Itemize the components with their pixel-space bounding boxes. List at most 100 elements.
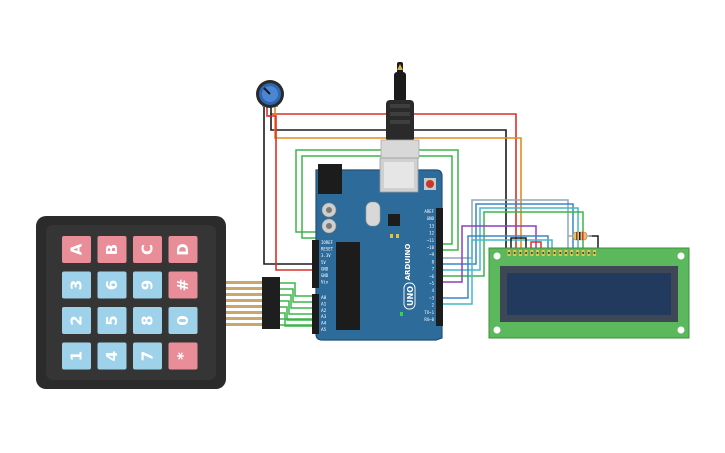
lcd-jumper-red[interactable] — [530, 241, 542, 252]
lcd-wire-blue-3[interactable] — [440, 239, 553, 305]
keypad-key-label: 0 — [174, 315, 192, 325]
digital-pin-label: 2 — [432, 303, 435, 308]
power-pin-label: 5V — [321, 260, 326, 265]
keypad-key[interactable]: 1 — [62, 342, 91, 370]
keypad-key-cap — [97, 271, 127, 299]
digital-pin-label: ~11 — [427, 238, 435, 243]
power-pin-label: GND — [321, 273, 329, 278]
keypad-key-label: 3 — [68, 280, 86, 290]
power-pin-label: RESET — [321, 247, 334, 252]
lcd-mount-hole — [677, 252, 685, 260]
analog-pin-label: A4 — [321, 321, 327, 327]
keypad-key[interactable]: # — [168, 271, 198, 299]
resistor[interactable] — [568, 231, 592, 241]
digital-pin-label: ~10 — [427, 245, 435, 250]
potentiometer[interactable] — [256, 80, 284, 108]
gnd-wire[interactable] — [263, 106, 318, 265]
lcd-pin-hole — [570, 252, 573, 254]
keypad-key-cap — [168, 271, 198, 299]
keypad-key[interactable]: 9 — [133, 271, 162, 299]
keypad-key[interactable]: 2 — [62, 307, 91, 334]
digital-header — [436, 208, 443, 326]
lcd-pin-hole — [547, 252, 550, 254]
green-loop-wire-1[interactable] — [295, 149, 459, 251]
keypad-key[interactable]: 4 — [97, 342, 127, 370]
keypad-ribbon-cable[interactable] — [224, 281, 264, 326]
keypad-key-label: A — [68, 243, 86, 255]
lcd-pin-hole — [565, 252, 567, 254]
dc-jack — [318, 164, 342, 194]
lcd-wire-teal[interactable] — [440, 207, 579, 271]
lcd-screen — [507, 273, 671, 315]
keypad-key[interactable]: 5 — [97, 307, 127, 334]
lcd-mount-hole — [677, 326, 685, 334]
keypad-key-cap — [133, 271, 162, 299]
keypad-key[interactable]: B — [97, 236, 127, 263]
lcd-mount-hole — [493, 326, 501, 334]
keypad-key-cap — [168, 236, 198, 263]
keypad-key[interactable]: * — [168, 342, 198, 370]
keypad-to-arduino-wires[interactable] — [278, 282, 318, 327]
wires — [224, 106, 599, 327]
atmega-chip — [336, 242, 360, 330]
digital-pin-label: ~9 — [429, 252, 434, 257]
analog-pin-label: A0 — [321, 295, 327, 301]
lcd-pin-hole — [508, 252, 510, 254]
analog-pin-label: A3 — [321, 314, 327, 320]
keypad-key-cap — [97, 236, 127, 263]
keypad-key[interactable]: 3 — [62, 271, 91, 299]
keypad-key-cap — [97, 342, 127, 370]
digital-pin-label: 8 — [432, 259, 435, 264]
lcd-mount-hole — [493, 252, 501, 260]
keypad-key-cap — [62, 342, 91, 370]
lcd-pin-hole — [587, 252, 590, 254]
keypad-key[interactable]: A — [62, 236, 91, 263]
keypad-key[interactable]: 6 — [97, 271, 127, 299]
lcd-jumper-black[interactable] — [510, 237, 527, 252]
green-loop-wire-2[interactable] — [301, 155, 453, 245]
keypad-key[interactable]: C — [133, 236, 162, 263]
keypad-key-cap — [62, 236, 91, 263]
lcd-pin-hole — [576, 252, 579, 254]
lcd-16x2[interactable] — [488, 247, 690, 339]
digital-pin-label: RX←0 — [424, 317, 434, 322]
keypad-face — [46, 225, 216, 380]
keypad-key-label: 6 — [103, 280, 121, 290]
keypad-key-label: B — [103, 244, 121, 255]
arduino-board — [315, 169, 443, 341]
keypad-key[interactable]: D — [168, 236, 198, 263]
lcd-wire-purple[interactable] — [440, 225, 537, 283]
keypad-key[interactable]: 8 — [133, 307, 162, 334]
keypad-key-label: # — [174, 279, 192, 292]
analog-header — [312, 294, 319, 334]
keypad-key-label: D — [174, 243, 192, 255]
digital-pin-label: AREF — [424, 209, 434, 214]
keypad-key-cap — [97, 307, 127, 334]
lcd-wire-blue-1[interactable] — [440, 203, 574, 265]
digital-pin-label: 12 — [429, 231, 434, 236]
lcd-pin-hole — [542, 252, 545, 254]
lcd-pin-hole — [553, 252, 556, 254]
lcd-pin-hole — [536, 252, 539, 254]
analog-pin-label: A1 — [321, 301, 327, 307]
keypad-key[interactable]: 7 — [133, 342, 162, 370]
keypad-key-cap — [62, 307, 91, 334]
keypad-key[interactable]: 0 — [168, 307, 198, 334]
keypad-key-cap — [133, 307, 162, 334]
keypad-key-cap — [62, 271, 91, 299]
keypad-key-label: 4 — [103, 351, 121, 361]
keypad-key-label: 7 — [139, 351, 157, 361]
lcd-pin-hole — [519, 252, 522, 254]
digital-pin-label: TX→1 — [424, 310, 434, 315]
keypad-key-label: 2 — [68, 315, 86, 325]
power-pin-label: GND — [321, 266, 329, 271]
lcd-wire-green[interactable] — [440, 211, 584, 277]
5v-wire[interactable] — [268, 115, 318, 271]
power-jack-plug[interactable] — [380, 62, 420, 159]
keypad-header-connector — [262, 277, 280, 329]
lcd-wire-blue-2[interactable] — [440, 235, 549, 299]
